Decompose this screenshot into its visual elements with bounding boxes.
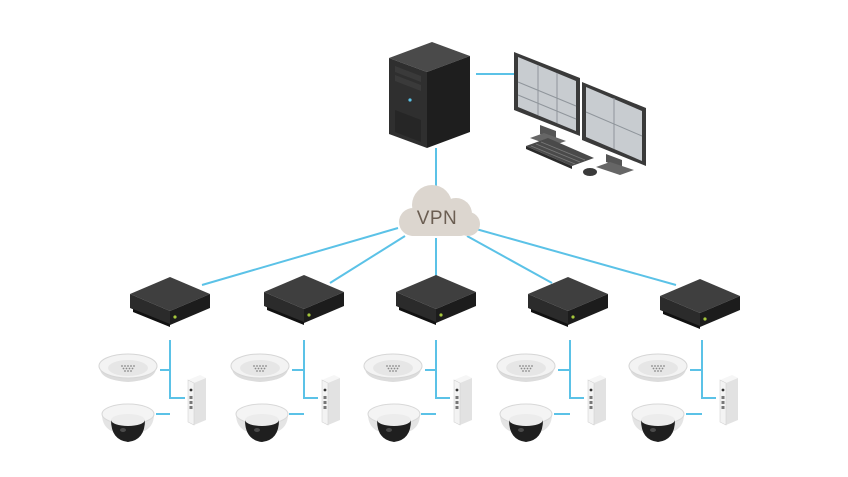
cloud-shape bbox=[399, 185, 480, 236]
speaker-camera-icon bbox=[628, 353, 688, 383]
dome-camera-icon bbox=[101, 403, 155, 443]
dual-monitor-workstation-icon bbox=[514, 52, 646, 175]
door-station-icon bbox=[587, 374, 607, 426]
dome-camera-icon bbox=[631, 403, 685, 443]
tower-server-icon bbox=[389, 42, 470, 148]
site-5 bbox=[628, 279, 740, 443]
dome-camera-icon bbox=[367, 403, 421, 443]
speaker-camera-icon bbox=[98, 353, 158, 383]
speaker-camera-icon bbox=[363, 353, 423, 383]
network-video-recorder-icon bbox=[396, 275, 476, 325]
speaker-camera-icon bbox=[230, 353, 290, 383]
site-4 bbox=[496, 277, 608, 443]
door-station-icon bbox=[321, 374, 341, 426]
speaker-camera-icon bbox=[496, 353, 556, 383]
network-video-recorder-icon bbox=[528, 277, 608, 327]
site-3 bbox=[363, 275, 476, 443]
vpn-label: VPN bbox=[417, 208, 458, 229]
site-1 bbox=[98, 277, 210, 443]
door-station-icon bbox=[719, 374, 739, 426]
keyboard-icon bbox=[526, 138, 594, 169]
dome-camera-icon bbox=[235, 403, 289, 443]
site-2 bbox=[230, 275, 344, 443]
network-video-recorder-icon bbox=[130, 277, 210, 327]
door-station-icon bbox=[453, 374, 473, 426]
mouse-icon bbox=[583, 168, 597, 176]
vpn-cloud: VPN bbox=[399, 185, 480, 236]
door-station-icon bbox=[187, 374, 207, 426]
network-links bbox=[156, 73, 716, 415]
network-video-recorder-icon bbox=[660, 279, 740, 329]
dome-camera-icon bbox=[499, 403, 553, 443]
